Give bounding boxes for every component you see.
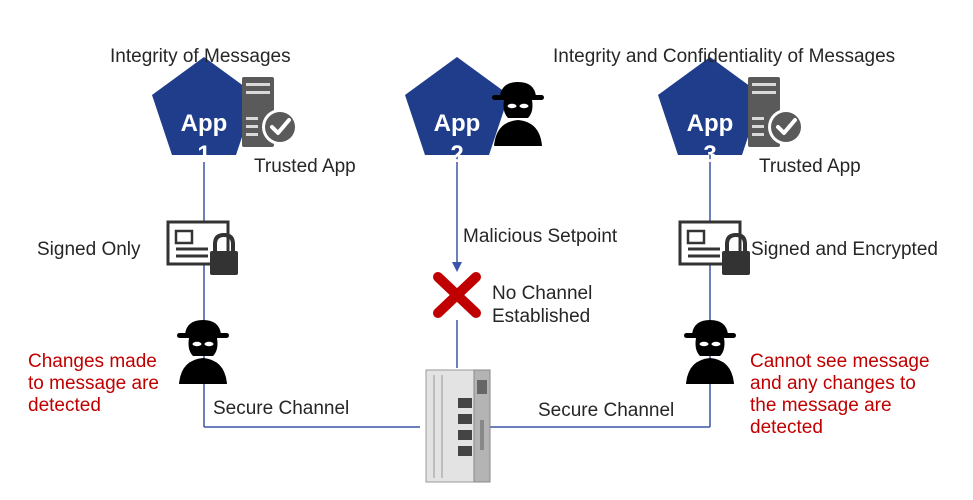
malicious-setpoint-label: Malicious Setpoint xyxy=(463,226,618,247)
hacker-icon xyxy=(684,320,736,384)
secure-channel-right-label: Secure Channel xyxy=(538,400,675,421)
server-check-icon xyxy=(240,75,300,149)
envelope-lock-icon xyxy=(166,220,240,277)
app-2-node: App 2 xyxy=(405,57,509,168)
app-3-label: App xyxy=(687,110,734,137)
app-3-node: App 3 xyxy=(658,57,762,168)
signed-encrypted-label: Signed and Encrypted xyxy=(751,239,938,260)
signed-only-label: Signed Only xyxy=(37,239,141,260)
app-3-status: Trusted App xyxy=(759,156,861,177)
no-channel-label: No Channel Established xyxy=(492,283,593,327)
envelope-lock-icon xyxy=(678,220,752,277)
app-1-number: 1 xyxy=(197,141,210,168)
red-cross-icon xyxy=(433,272,481,318)
app-3-number: 3 xyxy=(703,141,716,168)
app-2-number: 2 xyxy=(450,141,463,168)
arrow-head xyxy=(452,262,462,272)
app-3-heading: Integrity and Confidentiality of Message… xyxy=(553,46,896,67)
hacker-icon xyxy=(177,320,229,384)
right-note: Cannot see message and any changes to th… xyxy=(750,351,930,438)
app-1-label: App xyxy=(181,110,228,137)
secure-channel-left-label: Secure Channel xyxy=(213,398,350,419)
app-1-status: Trusted App xyxy=(254,156,356,177)
left-note: Changes made to message are detected xyxy=(28,351,159,416)
industrial-controller-icon xyxy=(425,369,491,483)
app-1-node: App 1 xyxy=(152,57,256,168)
app-2-label: App xyxy=(434,110,481,137)
app-1-heading: Integrity of Messages xyxy=(110,46,291,67)
server-check-icon xyxy=(746,75,806,149)
